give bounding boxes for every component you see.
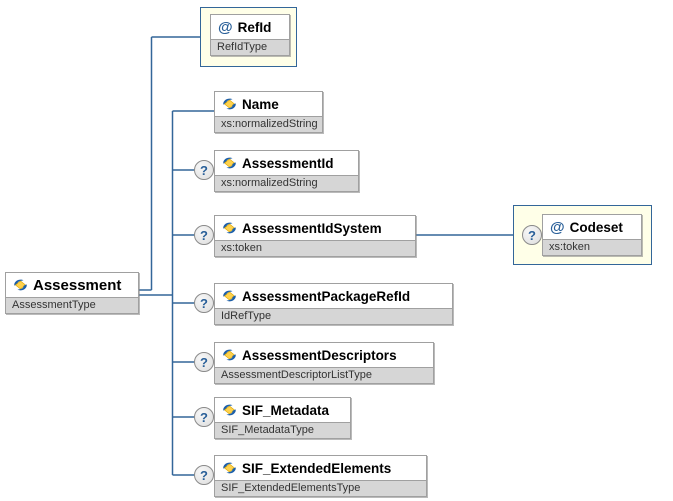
node-codeset[interactable]: @ Codeset xs:token [542,214,642,256]
question-icon: ? [200,295,208,311]
optional-indicator: ? [522,225,542,245]
node-refid[interactable]: @ RefId RefIdType [210,14,290,56]
node-sif-metadata[interactable]: SIF_Metadata SIF_MetadataType [214,397,351,439]
node-label: SIF_Metadata [242,402,330,418]
optional-indicator: ? [194,293,214,313]
element-diamond-icon [222,290,237,302]
node-type: SIF_ExtendedElementsType [215,480,426,496]
question-icon: ? [200,227,208,243]
node-type: AssessmentType [6,297,138,313]
element-diamond-icon [222,462,237,474]
node-type: xs:token [215,240,415,256]
question-icon: ? [200,354,208,370]
attribute-at-icon: @ [218,18,233,36]
node-label: RefId [237,19,272,35]
node-label: AssessmentId [242,155,334,171]
attribute-at-icon: @ [550,218,565,236]
node-type: xs:normalizedString [215,116,322,132]
optional-indicator: ? [194,225,214,245]
node-assessmentdescriptors[interactable]: AssessmentDescriptors AssessmentDescript… [214,342,434,384]
element-diamond-icon [222,404,237,416]
question-icon: ? [200,162,208,178]
node-label: AssessmentDescriptors [242,347,397,363]
node-label: Codeset [569,219,623,235]
node-type: SIF_MetadataType [215,422,350,438]
optional-indicator: ? [194,352,214,372]
element-diamond-icon [13,279,28,291]
node-sif-extendedelements[interactable]: SIF_ExtendedElements SIF_ExtendedElement… [214,455,427,497]
optional-indicator: ? [194,160,214,180]
node-label: Name [242,96,279,112]
node-assessmentidsystem[interactable]: AssessmentIdSystem xs:token [214,215,416,257]
question-icon: ? [528,227,536,243]
optional-indicator: ? [194,407,214,427]
question-icon: ? [200,409,208,425]
node-label: AssessmentIdSystem [242,220,382,236]
element-diamond-icon [222,349,237,361]
node-type: xs:token [543,239,641,255]
node-name[interactable]: Name xs:normalizedString [214,91,323,133]
node-type: IdRefType [215,308,452,324]
element-diamond-icon [222,222,237,234]
node-assessmentpackagerefid[interactable]: AssessmentPackageRefId IdRefType [214,283,453,325]
node-type: RefIdType [211,39,289,55]
node-label: Assessment [33,276,122,294]
node-assessmentid[interactable]: AssessmentId xs:normalizedString [214,150,359,192]
optional-indicator: ? [194,465,214,485]
question-icon: ? [200,467,208,483]
element-diamond-icon [222,98,237,110]
node-label: AssessmentPackageRefId [242,288,411,304]
node-label: SIF_ExtendedElements [242,460,392,476]
node-assessment[interactable]: Assessment AssessmentType [5,272,139,314]
node-type: AssessmentDescriptorListType [215,367,433,383]
node-type: xs:normalizedString [215,175,358,191]
element-diamond-icon [222,157,237,169]
